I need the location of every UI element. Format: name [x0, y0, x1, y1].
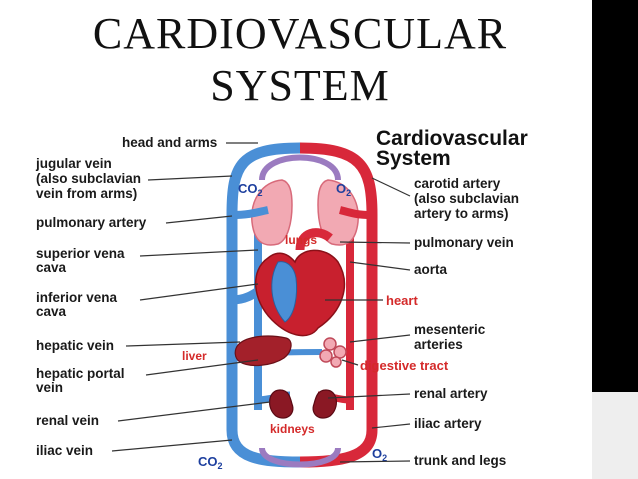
svg-text:digestive tract: digestive tract: [360, 358, 449, 373]
svg-text:arteries: arteries: [414, 337, 463, 352]
svg-text:heart: heart: [386, 293, 418, 308]
left-kidney: [269, 389, 294, 419]
slide-title-line-1: CARDIOVASCULAR: [92, 9, 508, 58]
right-lung: [317, 179, 359, 246]
pulmonary-vein-vessel: [338, 206, 373, 219]
svg-text:cava: cava: [36, 260, 67, 275]
right-label-heart: heart: [325, 293, 418, 308]
slide-title: CARDIOVASCULAR SYSTEM: [60, 8, 540, 112]
pulmonary-artery-vessel: [231, 206, 269, 219]
gas-label-top-left: CO2: [238, 181, 263, 198]
gas-label-top-right: O2: [336, 181, 351, 198]
right-label-carotid-artery: carotid artery (also subclavian artery t…: [371, 176, 519, 221]
svg-text:carotid artery: carotid artery: [414, 176, 501, 191]
svg-text:renal artery: renal artery: [414, 386, 488, 401]
right-label-trunk-and-legs: trunk and legs: [339, 453, 506, 468]
heart-shape: [254, 249, 346, 337]
left-label-superior-vena-cava: superior vena cava: [36, 246, 259, 275]
svg-text:superior vena: superior vena: [36, 246, 125, 261]
svg-text:vein from arms): vein from arms): [36, 186, 137, 201]
svg-text:cava: cava: [36, 304, 67, 319]
aorta-arch: [295, 228, 333, 251]
right-label-digestive-tract: digestive tract: [341, 358, 449, 373]
svg-text:(also subclavian: (also subclavian: [36, 171, 141, 186]
left-label-jugular-vein: jugular vein (also subclavian vein from …: [35, 156, 233, 201]
svg-text:hepatic portal: hepatic portal: [36, 366, 125, 381]
heart-right-chambers: [271, 261, 298, 323]
head-capillaries: [259, 154, 341, 181]
gas-label-bottom-right: O2: [372, 446, 387, 463]
left-label-hepatic-portal-vein: hepatic portal vein: [36, 359, 259, 395]
svg-text:(also subclavian: (also subclavian: [414, 191, 519, 206]
svg-text:iliac artery: iliac artery: [414, 416, 482, 431]
svg-text:artery to arms): artery to arms): [414, 206, 509, 221]
right-kidney: [312, 389, 337, 419]
svg-text:aorta: aorta: [414, 262, 448, 277]
right-label-mesenteric-arteries: mesenteric arteries: [349, 322, 486, 352]
svg-text:iliac vein: iliac vein: [36, 443, 93, 458]
svg-text:hepatic vein: hepatic vein: [36, 338, 114, 353]
left-label-iliac-vein: iliac vein: [36, 439, 233, 458]
left-label-renal-vein: renal vein: [36, 401, 271, 428]
svg-text:pulmonary artery: pulmonary artery: [36, 215, 147, 230]
left-label-pulmonary-artery: pulmonary artery: [36, 215, 233, 230]
left-label-hepatic-vein: hepatic vein: [36, 338, 241, 353]
right-label-pulmonary-vein: pulmonary vein: [339, 235, 514, 250]
svg-text:mesenteric: mesenteric: [414, 322, 486, 337]
left-label-inferior-vena-cava: inferior vena cava: [36, 283, 259, 319]
svg-text:head and arms: head and arms: [122, 135, 217, 150]
svg-text:trunk and legs: trunk and legs: [414, 453, 506, 468]
left-lung: [251, 179, 293, 246]
organ-label-kidneys: kidneys: [270, 422, 315, 436]
right-edge-strip: [592, 0, 638, 479]
svg-text:vein: vein: [36, 380, 63, 395]
right-label-renal-artery: renal artery: [327, 386, 488, 401]
svg-text:inferior vena: inferior vena: [36, 290, 118, 305]
vein-upper-left: [226, 142, 301, 216]
liver-shape: [234, 335, 292, 367]
right-label-iliac-artery: iliac artery: [371, 416, 482, 431]
svg-text:jugular vein: jugular vein: [35, 156, 112, 171]
right-edge-strip-light: [592, 392, 638, 479]
cardiovascular-diagram: lungs liver kidneys CO2 O2 CO2 O2 Cardio…: [35, 127, 528, 471]
svg-text:pulmonary vein: pulmonary vein: [414, 235, 514, 250]
slide-title-line-2: SYSTEM: [210, 61, 390, 110]
left-label-head-and-arms: head and arms: [122, 135, 258, 150]
organ-label-liver: liver: [182, 349, 207, 363]
diagram-title-line-1: Cardiovascular: [376, 127, 528, 150]
leg-capillaries: [259, 447, 341, 468]
gas-label-bottom-left: CO2: [198, 454, 223, 471]
artery-upper-right: [299, 142, 378, 216]
digestive-tract-shape: [319, 337, 347, 368]
diagram-title-line-2: System: [376, 147, 451, 170]
organ-label-lungs: lungs: [285, 233, 317, 247]
svg-text:renal vein: renal vein: [36, 413, 99, 428]
right-label-aorta: aorta: [349, 261, 448, 277]
